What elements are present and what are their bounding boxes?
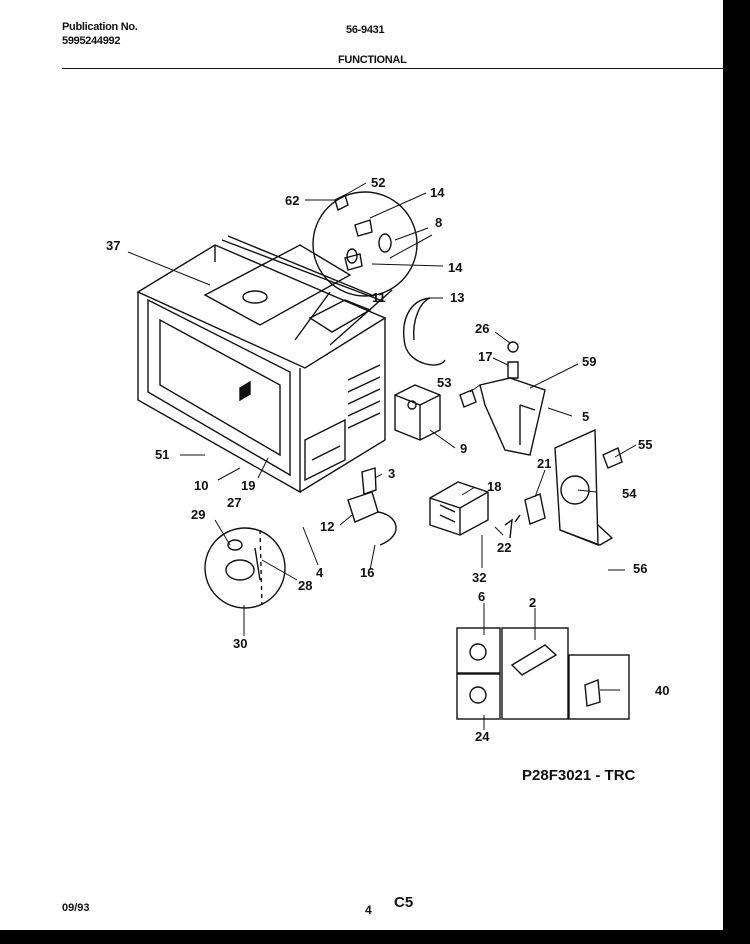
model-number: 56-9431: [346, 24, 385, 36]
footer-date: 09/93: [62, 902, 90, 914]
footer-section-code: C5: [394, 894, 414, 911]
callout-37: 37: [106, 238, 121, 253]
callout-18: 18: [487, 479, 502, 494]
callout-30: 30: [233, 636, 248, 651]
callout-17: 17: [478, 349, 493, 364]
callout-9: 9: [460, 441, 468, 456]
callout-8: 8: [435, 215, 443, 230]
callout-28: 28: [298, 578, 313, 593]
thermal-cutout-drawing: [524, 493, 546, 525]
scan-border-right: [723, 0, 750, 944]
callout-26: 26: [475, 321, 490, 336]
callout-4: 4: [316, 565, 324, 580]
callout-6: 6: [478, 589, 486, 604]
accessory-boxes-drawing: [456, 627, 630, 720]
callout-14-bottom: 14: [448, 260, 463, 275]
publication-number: 5995244992: [62, 35, 121, 47]
footer-page-number: 4: [365, 903, 372, 917]
callout-54: 54: [622, 486, 637, 501]
transformer-drawing: [429, 481, 489, 536]
callout-40: 40: [655, 683, 670, 698]
callout-53: 53: [437, 375, 452, 390]
diagram-code: P28F3021 - TRC: [522, 767, 636, 784]
callout-3: 3: [388, 466, 396, 481]
publication-label: Publication No.: [62, 21, 138, 33]
callout-2: 2: [529, 595, 537, 610]
callout-12: 12: [320, 519, 335, 534]
fan-bracket-drawing: [554, 428, 623, 547]
switch-inset-drawing: [294, 191, 418, 346]
section-title: FUNCTIONAL: [338, 54, 407, 66]
callout-11: 11: [372, 290, 386, 305]
callout-leader-lines: [127, 182, 637, 730]
callout-29: 29: [191, 507, 206, 522]
callout-21: 21: [537, 456, 552, 471]
callout-52: 52: [371, 175, 386, 190]
cabinet-drawing: [136, 235, 387, 494]
callout-51: 51: [155, 447, 170, 462]
callout-27: 27: [227, 495, 242, 510]
air-duct-drawing: [459, 341, 546, 456]
callout-59: 59: [582, 354, 597, 369]
callout-22: 22: [497, 540, 512, 555]
callout-32: 32: [472, 570, 487, 585]
callout-19: 19: [241, 478, 256, 493]
fuse-holder-drawing: [347, 491, 379, 523]
callout-55: 55: [638, 437, 653, 452]
turntable-motor-inset-drawing: [204, 527, 286, 609]
header-rule: [62, 68, 724, 69]
callout-10: 10: [194, 478, 209, 493]
callout-24: 24: [475, 729, 490, 744]
callout-16: 16: [360, 565, 375, 580]
magnetron-drawing: [394, 384, 441, 441]
wire-harness-drawing: [403, 297, 446, 366]
callout-13: 13: [450, 290, 465, 305]
callout-14-top: 14: [430, 185, 445, 200]
callout-62: 62: [285, 193, 300, 208]
callout-56: 56: [633, 561, 648, 576]
callout-5: 5: [582, 409, 590, 424]
scan-border-bottom: [0, 930, 750, 944]
